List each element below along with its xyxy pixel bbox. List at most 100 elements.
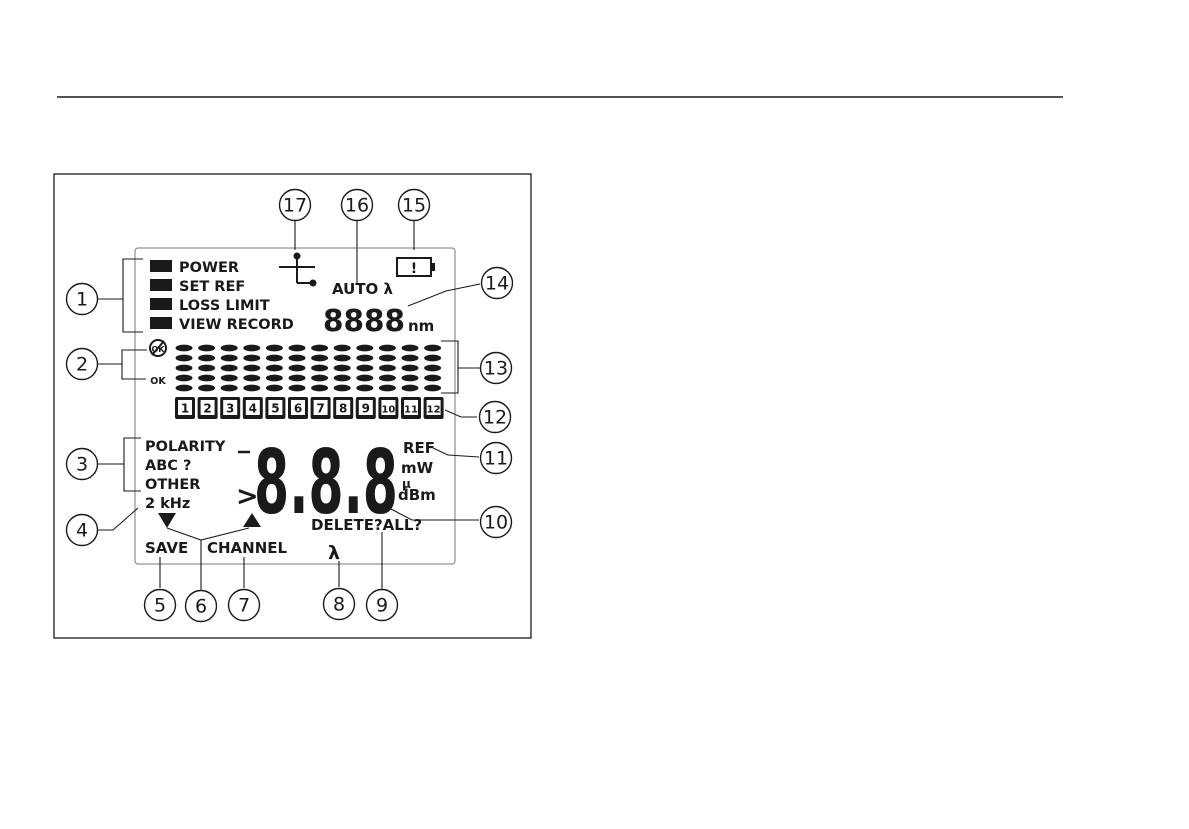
bar-segment: [424, 345, 441, 352]
unit-mw-label: mW: [401, 459, 434, 477]
callout-number: 15: [402, 195, 426, 217]
mode-square: [150, 279, 172, 291]
tone-2khz-label: 2 kHz: [145, 496, 190, 512]
bar-segment: [356, 355, 373, 362]
callout-number: 12: [483, 407, 507, 429]
channel-number: 9: [362, 402, 370, 416]
callout-number: 17: [283, 195, 307, 217]
bar-segment: [402, 345, 419, 352]
bar-segment: [424, 385, 441, 392]
bar-segment: [221, 355, 238, 362]
callout-number: 16: [345, 195, 369, 217]
channel-number: 10: [381, 405, 395, 416]
mode-set-ref-label: SET REF: [179, 279, 245, 295]
channel-number: 7: [316, 402, 324, 416]
bar-segment: [243, 385, 260, 392]
bar-segment: [311, 385, 328, 392]
callout-number: 6: [195, 596, 207, 618]
mode-square: [150, 317, 172, 329]
triangle-down-icon: [158, 513, 176, 528]
channel-number: 12: [427, 405, 441, 416]
bar-segment: [176, 385, 193, 392]
ok-label: OK: [150, 376, 166, 387]
bar-segment: [311, 355, 328, 362]
channel-label: CHANNEL: [207, 539, 288, 557]
callout-number: 11: [484, 448, 508, 470]
callout-number: 8: [333, 594, 345, 616]
bar-segment: [424, 375, 441, 382]
bar-segment: [243, 345, 260, 352]
channel-number: 6: [294, 402, 302, 416]
mode-view-record-label: VIEW RECORD: [179, 317, 294, 333]
bar-segment: [266, 385, 283, 392]
wavelength-unit: nm: [408, 317, 434, 335]
bar-segment: [289, 375, 306, 382]
channel-number: 4: [249, 402, 257, 416]
bar-segment: [266, 375, 283, 382]
bar-segment: [402, 375, 419, 382]
channel-number: 8: [339, 402, 347, 416]
callout-number: 9: [376, 595, 388, 617]
network-icon: [279, 254, 316, 286]
bar-segment: [266, 355, 283, 362]
mode-square: [150, 260, 172, 272]
bar-segment: [176, 375, 193, 382]
bar-segment: [198, 385, 215, 392]
callout-number: 13: [484, 358, 508, 380]
bar-segment: [176, 355, 193, 362]
bar-segment: [289, 345, 306, 352]
channel-number: 11: [404, 405, 418, 416]
bar-segment: [221, 375, 238, 382]
callout-number: 4: [76, 520, 88, 542]
bar-segment: [221, 385, 238, 392]
bar-segment: [379, 355, 396, 362]
svg-text:!: !: [411, 261, 417, 277]
callout-number: 14: [485, 273, 509, 295]
bar-segment: [289, 385, 306, 392]
bar-segment: [311, 345, 328, 352]
save-label: SAVE: [145, 539, 188, 557]
bar-segment: [379, 345, 396, 352]
bar-segment: [356, 375, 373, 382]
bar-segment: [198, 375, 215, 382]
bar-segment: [356, 345, 373, 352]
bar-segment: [402, 365, 419, 372]
callout-number: 2: [76, 354, 88, 376]
bar-segment: [402, 385, 419, 392]
bar-segment: [356, 385, 373, 392]
channel-number: 1: [181, 402, 189, 416]
bar-segment: [221, 365, 238, 372]
bar-segment: [311, 365, 328, 372]
bar-segment: [379, 365, 396, 372]
bar-segment: [243, 355, 260, 362]
bar-segment: [289, 365, 306, 372]
bar-segment: [334, 385, 351, 392]
bar-segment: [176, 345, 193, 352]
channel-indicators: 123456789101112: [175, 397, 444, 419]
battery-warning-icon: !: [397, 258, 435, 277]
delete-all-label: DELETE?ALL?: [311, 516, 422, 534]
wavelength-digits: 8888: [323, 304, 405, 339]
bar-segment: [334, 345, 351, 352]
bar-segment: [402, 355, 419, 362]
bar-segment: [266, 365, 283, 372]
test-polarity-label: POLARITY: [145, 439, 226, 455]
bar-segment: [289, 355, 306, 362]
unit-dbm-label: dBm: [398, 486, 436, 504]
callout-number: 1: [76, 289, 88, 311]
bar-segment: [243, 365, 260, 372]
mode-power-label: POWER: [179, 260, 239, 276]
bar-segment: [221, 345, 238, 352]
auto-lambda-label: AUTO λ: [332, 280, 394, 298]
lambda-label: λ: [328, 542, 340, 564]
ok-indicators: OK OK: [150, 340, 166, 387]
channel-number: 2: [203, 402, 211, 416]
bar-segment: [266, 345, 283, 352]
bar-segment: [356, 365, 373, 372]
mode-square: [150, 298, 172, 310]
bar-segment: [311, 375, 328, 382]
channel-number: 5: [271, 402, 279, 416]
bar-segment: [379, 385, 396, 392]
bar-segment: [334, 355, 351, 362]
